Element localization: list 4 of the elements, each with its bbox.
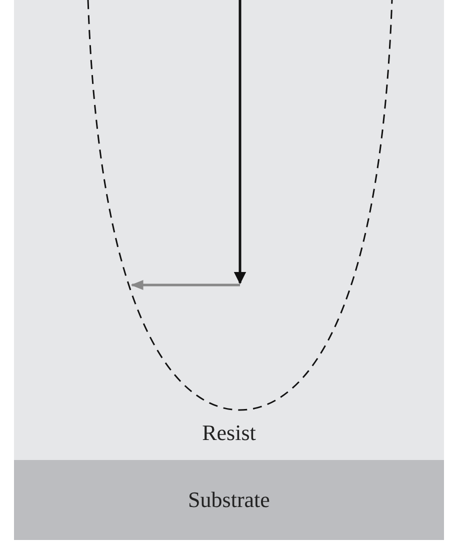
- layer-label: Substrate: [187, 487, 271, 513]
- resist-layer: [14, 0, 444, 460]
- substrate-layer: [14, 460, 444, 540]
- layer-label: Resist: [201, 420, 257, 446]
